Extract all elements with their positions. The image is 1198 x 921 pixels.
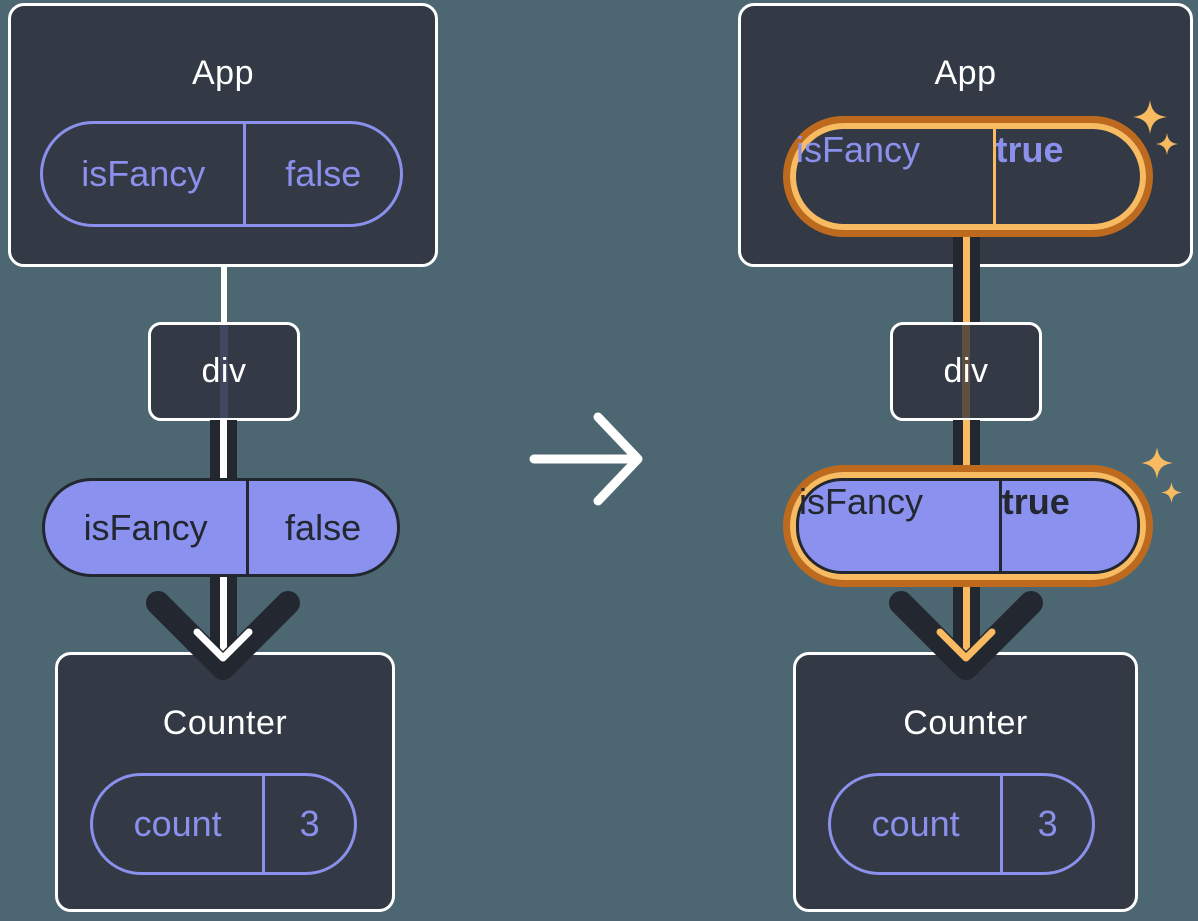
highlight-ring: isFancy true (783, 116, 1153, 237)
connector-shaft-orange (963, 228, 970, 324)
state-name: count (93, 776, 266, 872)
counter-state-pill: count 3 (90, 773, 357, 875)
sparkle-icon (1141, 447, 1173, 479)
prop-value: false (285, 506, 362, 548)
app-state-pill: isFancy true (790, 123, 1146, 230)
arrow-right-icon (529, 412, 643, 506)
counter-title: Counter (903, 704, 1028, 742)
app-title: App (934, 54, 997, 92)
state-value: false (285, 153, 362, 194)
sparkle-icon (1161, 482, 1182, 503)
state-name: isFancy (796, 129, 996, 224)
highlight-ring: isFancy true (783, 465, 1153, 587)
sparkle-icon (1133, 100, 1167, 134)
counter-state-pill: count 3 (828, 773, 1095, 875)
arrow-down-icon (146, 591, 300, 680)
state-value: 3 (1037, 803, 1058, 844)
connector-app-div (221, 265, 227, 323)
div-node-after (890, 322, 1042, 421)
connector-through-div (962, 325, 970, 418)
state-name: isFancy (43, 124, 247, 224)
div-node-before (148, 322, 300, 421)
state-value: true (995, 129, 1064, 170)
prop-pill: isFancy true (796, 478, 1140, 574)
app-state-pill: isFancy false (40, 121, 403, 227)
prop-value: true (1001, 481, 1070, 522)
counter-card-before (55, 652, 395, 912)
prop-pill: isFancy false (42, 478, 400, 577)
div-label: div (201, 352, 247, 390)
state-name: count (831, 776, 1004, 872)
arrow-down-icon (889, 591, 1043, 680)
prop-name: isFancy (799, 481, 1002, 571)
state-value: 3 (299, 803, 320, 844)
div-label: div (943, 352, 989, 390)
app-title: App (192, 54, 254, 92)
connector-through-div (220, 325, 228, 418)
sparkle-icon (1156, 133, 1178, 155)
prop-name: isFancy (45, 481, 250, 574)
counter-title: Counter (162, 704, 288, 742)
